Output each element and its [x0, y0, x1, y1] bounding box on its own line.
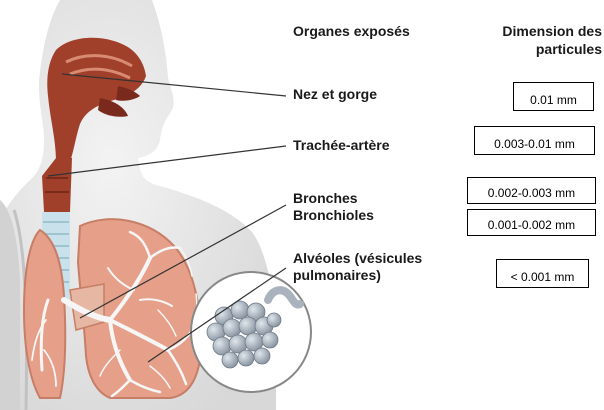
organ-label-nose-throat: Nez et gorge — [293, 86, 377, 103]
dimension-box-bronchi: 0.002-0.003 mm — [467, 177, 596, 204]
organ-label-alveoli-line1: Alvéoles (vésicules — [293, 250, 422, 267]
header-dimension-line1: Dimension des — [502, 23, 602, 40]
alveoli-magnification — [191, 272, 311, 392]
dimension-box-nose-throat: 0.01 mm — [513, 82, 594, 111]
organ-label-bronchioles: Bronchioles — [293, 207, 374, 224]
dimension-box-trachea: 0.003-0.01 mm — [474, 126, 595, 155]
header-organs: Organes exposés — [293, 23, 410, 40]
header-dimension-line2: particules — [536, 41, 602, 58]
dimension-box-bronchioles: 0.001-0.002 mm — [467, 209, 596, 236]
organ-label-alveoli-line2: pulmonaires) — [293, 267, 381, 284]
organ-label-bronchi: Bronches — [293, 190, 358, 207]
organ-label-trachea: Trachée-artère — [293, 137, 390, 154]
dimension-box-alveoli: < 0.001 mm — [496, 259, 589, 288]
